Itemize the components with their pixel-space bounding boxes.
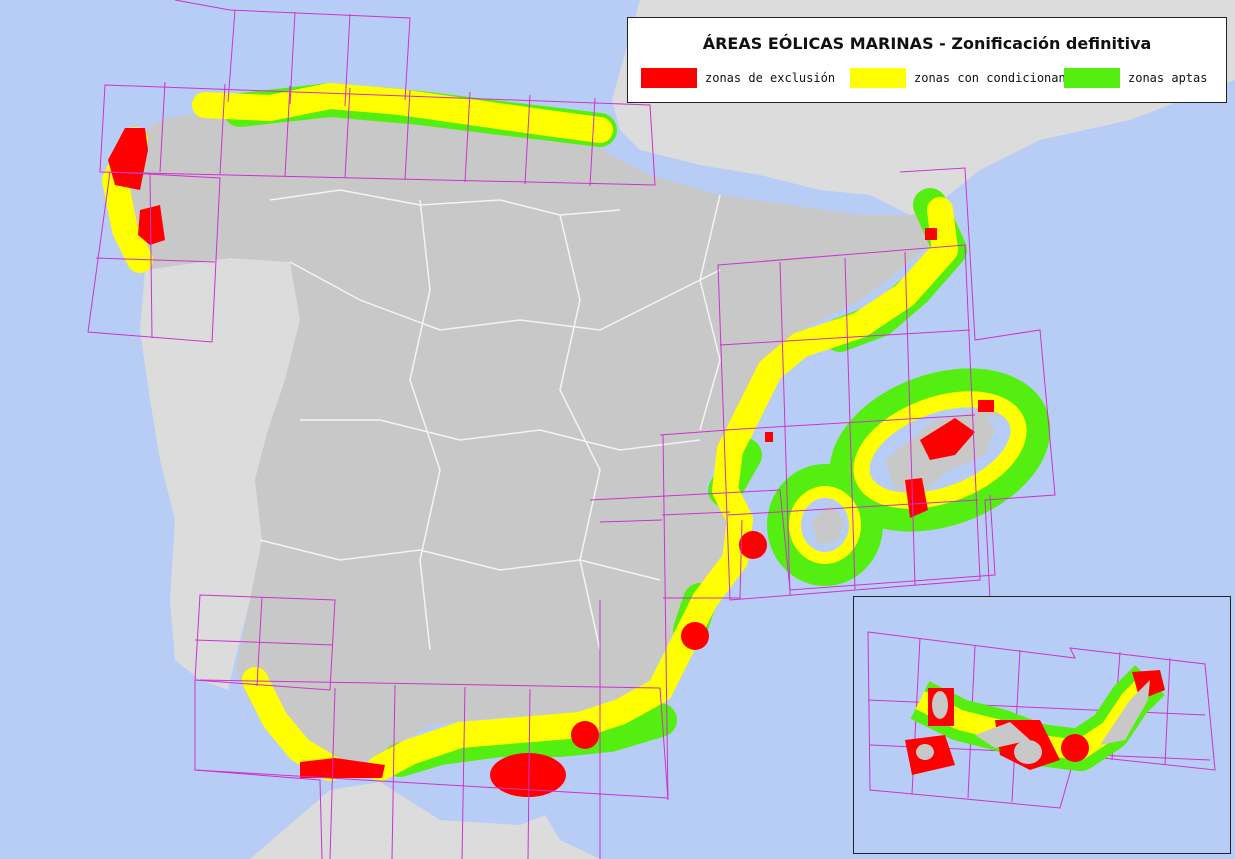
legend-swatch-exclusion: [641, 68, 697, 88]
legend-label-conditional: zonas con condicionantes: [914, 71, 1088, 85]
land-spain: [118, 108, 935, 770]
legend-item-suitable: zonas aptas: [1064, 68, 1207, 88]
legend-label-suitable: zonas aptas: [1128, 71, 1208, 85]
map-legend: ÁREAS EÓLICAS MARINAS - Zonificación def…: [627, 17, 1227, 103]
legend-swatch-conditional: [850, 68, 906, 88]
region-boundaries: [259, 189, 721, 651]
canary-zones: [910, 665, 1165, 771]
grid-sheets: [87, 0, 1056, 859]
land-portugal: [140, 258, 300, 690]
legend-item-conditional: zonas con condicionantes: [850, 68, 1087, 88]
legend-label-exclusion: zonas de exclusión: [705, 71, 836, 85]
legend-swatch-suitable: [1064, 68, 1120, 88]
map-title: ÁREAS EÓLICAS MARINAS - Zonificación def…: [702, 34, 1152, 53]
land-morocco: [250, 782, 600, 859]
exclusion-zones: [108, 128, 994, 797]
legend-item-exclusion: zonas de exclusión: [641, 68, 835, 88]
canary-islands-inset: [853, 596, 1231, 854]
